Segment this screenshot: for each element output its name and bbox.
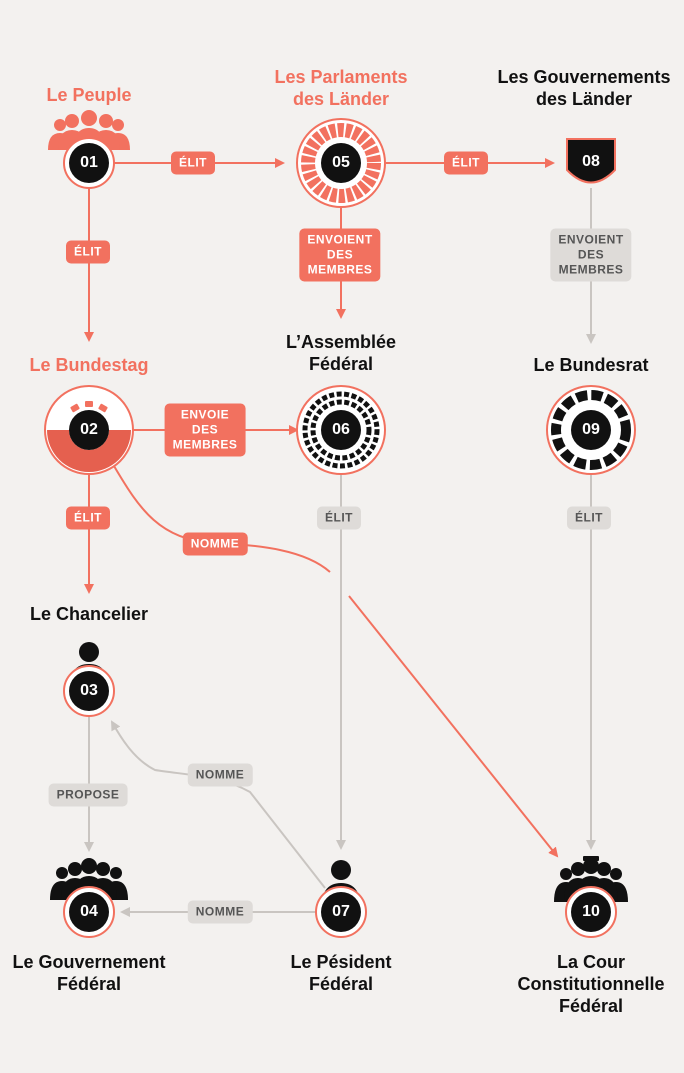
node-01-number: 01 (80, 154, 98, 171)
node-08-number: 08 (582, 153, 600, 170)
edge-label-01-05: ÉLIT (171, 151, 215, 175)
node-03-title: Le Chancelier (29, 604, 149, 624)
node-01-title: Le Peuple (46, 85, 132, 105)
node-09-disc (571, 410, 611, 450)
parliament-ring-icon (302, 391, 380, 469)
node-10-disc (571, 892, 611, 932)
node-09-title: Le Bundesrat (533, 355, 649, 375)
edge-label-08-09: ENVOIENT DES MEMBRES (550, 228, 632, 282)
node-06-title: L’Assemblée Fédéral (285, 332, 397, 374)
node-03-disc (69, 671, 109, 711)
node-02-title: Le Bundestag (29, 355, 149, 375)
edge-label-07-03: NOMME (187, 763, 253, 787)
node-02-disc (69, 410, 109, 450)
node-10-number: 10 (582, 903, 600, 920)
council-ring-icon (551, 390, 631, 470)
node-06-disc (321, 410, 361, 450)
node-09-number: 09 (582, 421, 600, 438)
node-04-number: 04 (80, 903, 98, 920)
node-02-number: 02 (80, 421, 98, 438)
node-07-disc (321, 892, 361, 932)
shield-icon (566, 138, 616, 184)
edge-label-07-04: NOMME (187, 900, 253, 924)
edge-label-05-06: ENVOIENT DES MEMBRES (299, 228, 381, 282)
edge-label-09-10: ÉLIT (567, 506, 611, 530)
node-04-disc (69, 892, 109, 932)
edge-label-06-07: ÉLIT (317, 506, 361, 530)
edge-07-03 (111, 720, 326, 889)
node-10-title: La Cour Constitutionnelle Fédéral (517, 952, 665, 1016)
edge-label-05-08: ÉLIT (444, 151, 488, 175)
edge-label-01-02: ÉLIT (66, 240, 110, 264)
edge-label-02-10: NOMME (182, 532, 248, 556)
edge-02-10-a (113, 465, 331, 573)
edge-label-02-06: ENVOIE DES MEMBRES (164, 403, 246, 457)
node-07-title: Le Pésident Fédéral (290, 952, 392, 994)
node-06-number: 06 (332, 421, 350, 438)
node-05-title: Les Parlaments des Länder (274, 67, 408, 109)
edge-02-10-b (348, 595, 559, 858)
parliament-ring-icon (47, 430, 131, 472)
node-05-disc (321, 143, 361, 183)
node-07-number: 07 (332, 903, 350, 920)
edge-label-02-03: ÉLIT (66, 506, 110, 530)
node-08-title: Les Gouvernements des Länder (497, 67, 671, 109)
node-04-title: Le Gouvernement Fédéral (12, 952, 166, 994)
edge-label-03-04: PROPOSE (48, 783, 128, 807)
node-01-disc (69, 143, 109, 183)
parliament-inner-ring (310, 399, 372, 461)
node-03-number: 03 (80, 682, 98, 699)
parliament-ring-icon (301, 123, 381, 203)
node-05-number: 05 (332, 154, 350, 171)
bundestag-seats (70, 401, 108, 413)
